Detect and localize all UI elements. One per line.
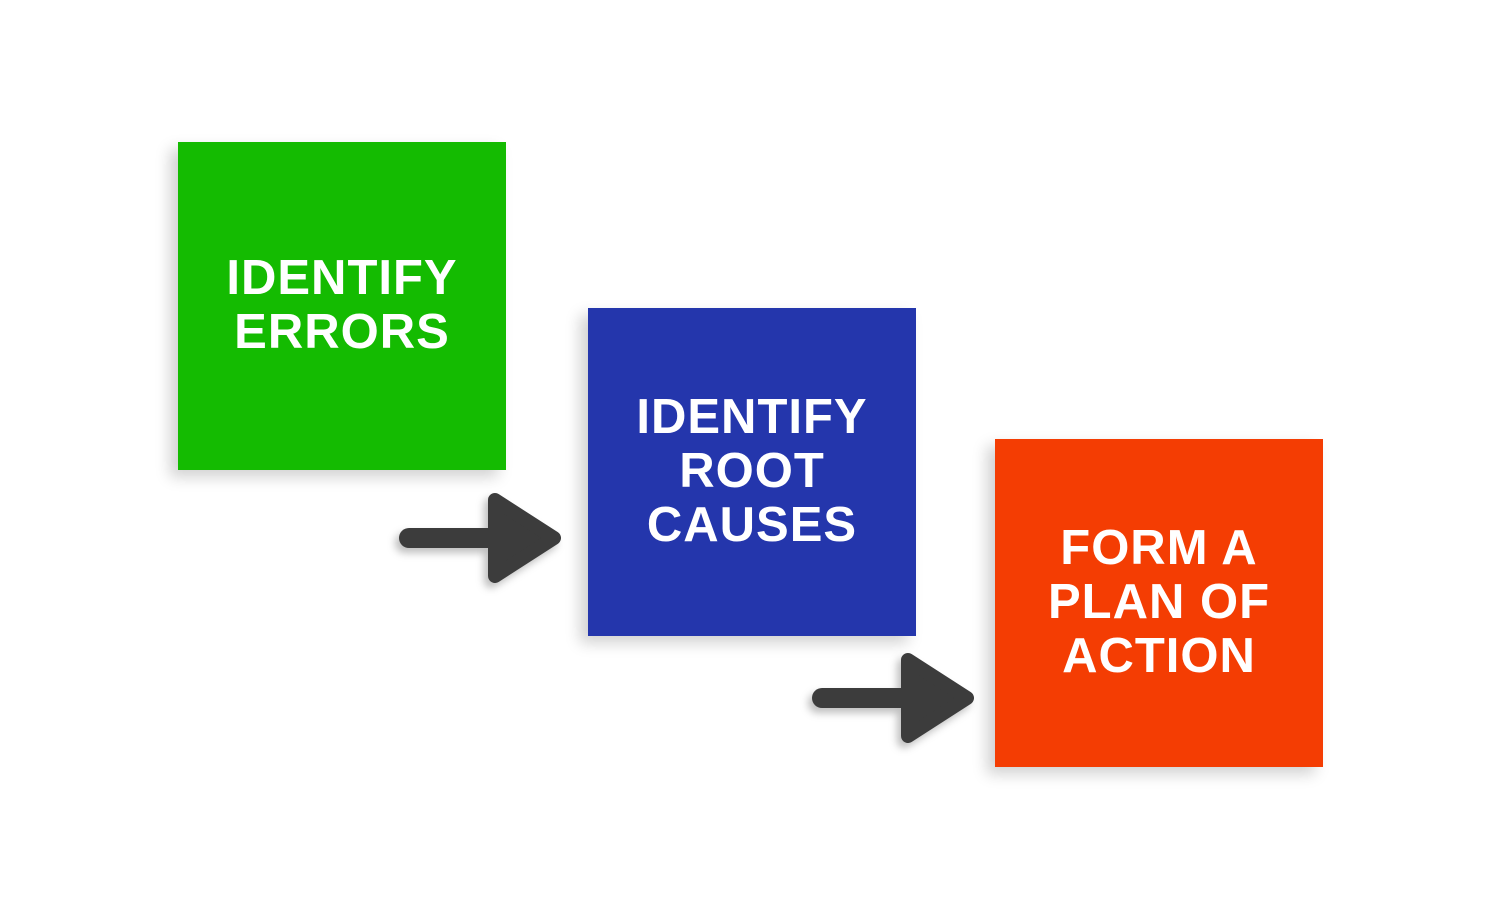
step-label-line: ACTION — [1062, 628, 1256, 683]
step-label-identify-errors: IDENTIFY ERRORS — [226, 251, 458, 360]
arrow-right-icon — [399, 493, 561, 583]
step-label-identify-root-causes: IDENTIFY ROOT CAUSES — [636, 390, 868, 553]
arrow-right-icon — [812, 653, 974, 743]
step-label-line: IDENTIFY — [636, 390, 868, 445]
step-label-line: FORM A — [1060, 521, 1258, 576]
step-label-line: IDENTIFY — [226, 251, 458, 306]
step-box-identify-root-causes: IDENTIFY ROOT CAUSES — [588, 308, 916, 636]
step-box-form-a-plan-of-action: FORM A PLAN OF ACTION — [995, 439, 1323, 767]
step-label-line: ROOT — [679, 444, 825, 499]
step-label-line: CAUSES — [646, 497, 858, 552]
step-box-identify-errors: IDENTIFY ERRORS — [178, 142, 506, 470]
step-label-line: PLAN OF — [1047, 575, 1271, 630]
step-label-line: ERRORS — [234, 305, 450, 359]
step-label-form-a-plan-of-action: FORM A PLAN OF ACTION — [1047, 521, 1271, 684]
